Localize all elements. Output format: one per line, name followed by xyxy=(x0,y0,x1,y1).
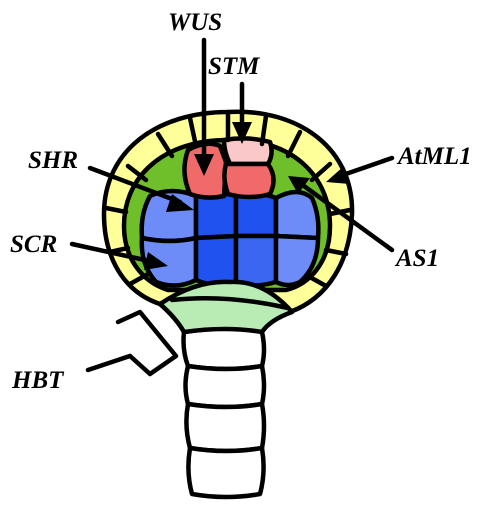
label-as1: AS1 xyxy=(394,245,439,272)
label-hbt: HBT xyxy=(11,367,65,394)
suspensor-cell xyxy=(186,366,265,407)
stm-red-cell xyxy=(224,164,273,197)
label-shr: SHR xyxy=(28,147,78,174)
blue-cell-center-lower-left xyxy=(196,236,236,285)
suspensor-cell xyxy=(184,329,265,370)
suspensor-cell xyxy=(186,404,264,451)
label-stm: STM xyxy=(208,53,260,80)
blue-cell-center-upper-right xyxy=(236,193,276,236)
blue-cells xyxy=(142,191,319,286)
blue-cell-right-upper xyxy=(276,192,318,238)
label-atml1: AtML1 xyxy=(396,143,472,170)
label-scr: SCR xyxy=(10,231,57,258)
suspensor-cell xyxy=(188,448,263,497)
label-wus: WUS xyxy=(168,9,222,36)
blue-cell-center-lower-right xyxy=(236,236,276,286)
hbt-bracket xyxy=(88,312,176,374)
blue-cell-center-upper-left xyxy=(196,193,236,238)
suspensor xyxy=(184,329,265,498)
